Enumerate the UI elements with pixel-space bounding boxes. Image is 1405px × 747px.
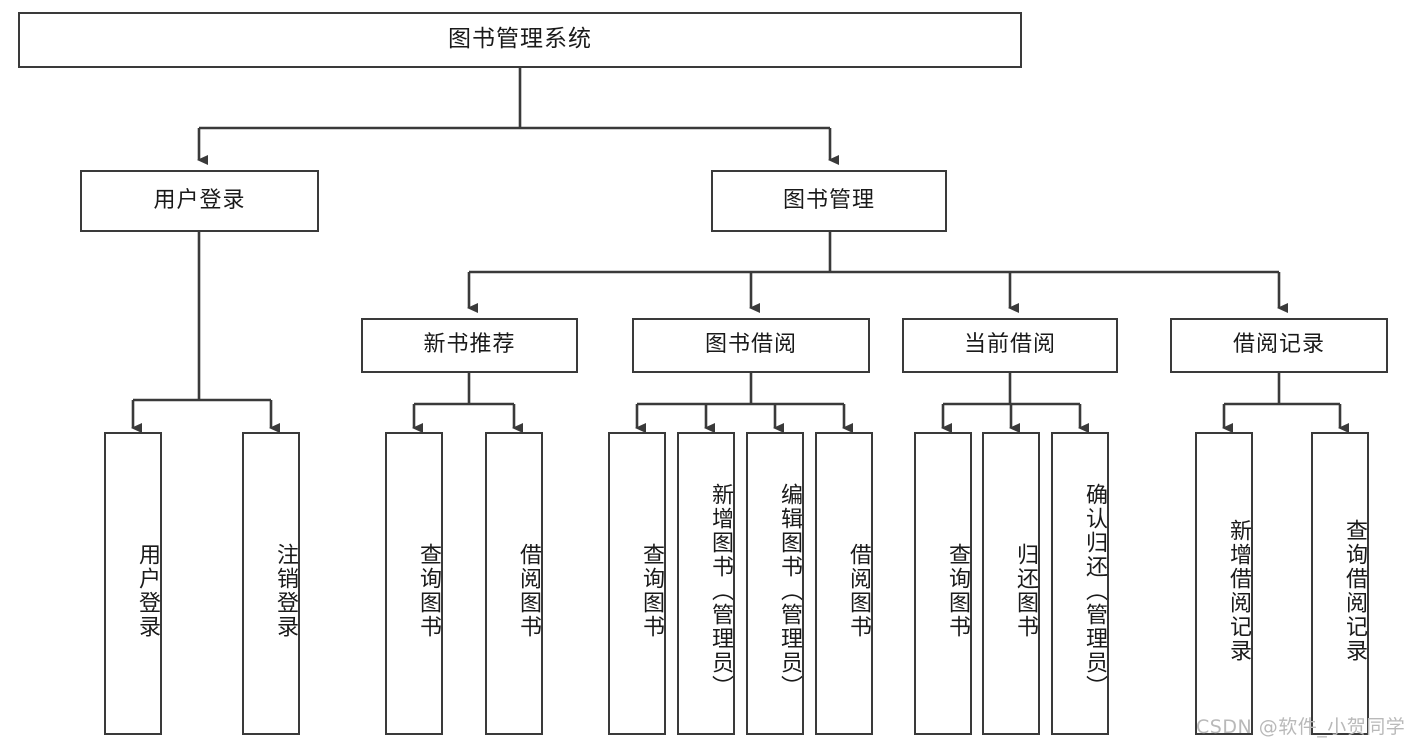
node-label: 图书管理系统 xyxy=(448,26,592,53)
leaf-edit-book-admin[interactable]: 编辑图书（管理员） xyxy=(746,432,804,735)
leaf-user-login[interactable]: 用户登录 xyxy=(104,432,162,735)
csdn-watermark: CSDN @软件_小贺同学 xyxy=(1196,716,1405,738)
leaf-query-book-current[interactable]: 查询图书 xyxy=(914,432,972,735)
node-label: 新增图书（管理员） xyxy=(708,482,733,699)
node-label: 借阅记录 xyxy=(1232,332,1325,358)
node-book-management[interactable]: 图书管理 xyxy=(711,170,947,232)
node-book-borrow[interactable]: 图书借阅 xyxy=(632,318,870,373)
leaf-borrow-book-recommend[interactable]: 借阅图书 xyxy=(485,432,543,735)
leaf-confirm-return-admin[interactable]: 确认归还（管理员） xyxy=(1051,432,1109,735)
node-label: 查询图书 xyxy=(945,542,970,639)
leaf-borrow-book[interactable]: 借阅图书 xyxy=(815,432,873,735)
leaf-query-borrow-record[interactable]: 查询借阅记录 xyxy=(1311,432,1369,735)
node-label: 确认归还（管理员） xyxy=(1082,482,1107,699)
node-label: 查询图书 xyxy=(416,542,441,639)
node-label: 编辑图书（管理员） xyxy=(777,482,802,699)
node-label: 查询图书 xyxy=(639,542,664,639)
node-label: 注销登录 xyxy=(273,542,298,639)
node-new-book-recommend[interactable]: 新书推荐 xyxy=(361,318,578,373)
leaf-return-book[interactable]: 归还图书 xyxy=(982,432,1040,735)
node-label: 图书管理 xyxy=(782,187,875,213)
node-label: 查询借阅记录 xyxy=(1342,518,1367,663)
leaf-query-book-recommend[interactable]: 查询图书 xyxy=(385,432,443,735)
node-label: 图书借阅 xyxy=(704,332,797,358)
node-label: 用户登录 xyxy=(135,542,160,639)
node-label: 新书推荐 xyxy=(423,332,516,358)
leaf-logout[interactable]: 注销登录 xyxy=(242,432,300,735)
node-user-login[interactable]: 用户登录 xyxy=(80,170,319,232)
node-label: 归还图书 xyxy=(1013,542,1038,639)
node-root-system[interactable]: 图书管理系统 xyxy=(18,12,1022,68)
node-label: 新增借阅记录 xyxy=(1226,518,1251,663)
leaf-query-book-borrow[interactable]: 查询图书 xyxy=(608,432,666,735)
node-label: 借阅图书 xyxy=(516,542,541,639)
leaf-add-borrow-record[interactable]: 新增借阅记录 xyxy=(1195,432,1253,735)
node-label: 借阅图书 xyxy=(846,542,871,639)
leaf-add-book-admin[interactable]: 新增图书（管理员） xyxy=(677,432,735,735)
node-current-borrow[interactable]: 当前借阅 xyxy=(902,318,1118,373)
node-borrow-record[interactable]: 借阅记录 xyxy=(1170,318,1388,373)
node-label: 用户登录 xyxy=(153,187,246,213)
node-label: 当前借阅 xyxy=(963,332,1056,358)
